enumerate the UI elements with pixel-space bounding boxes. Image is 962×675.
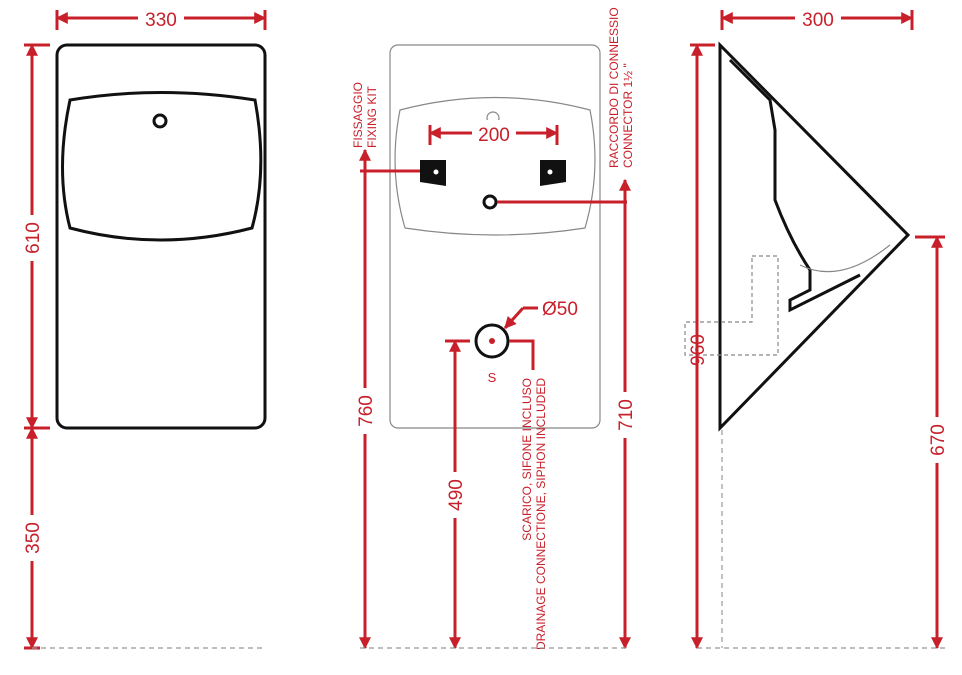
width-dim: 330: [145, 10, 177, 31]
back-basin-outline: [394, 96, 596, 236]
back-view: 200 Ø50 S SCARICO, SIFONE INCLUSO DRAINA…: [351, 7, 637, 650]
urinal-back-outline: [389, 44, 601, 429]
lip-height-dim: 670: [928, 424, 949, 456]
depth-dim: 300: [802, 10, 834, 31]
inner-profile: [728, 58, 861, 313]
lower-height-dim: 350: [23, 522, 44, 554]
fixing-spacing-dim: 200: [478, 125, 510, 146]
connector-note-en: CONNECTOR 1½ ": [621, 63, 635, 168]
fixing-bracket-right: [540, 160, 566, 186]
drain-note-en: DRAINAGE CONNECTIONE, SIPHON INCLUDED: [534, 378, 548, 650]
siphon-hatch: [684, 255, 779, 356]
fixing-note-it: FISSAGGIO: [351, 82, 365, 148]
water-inlet: [482, 194, 498, 210]
connector-height-dim: 710: [616, 399, 637, 431]
side-view: 300 960 670: [684, 6, 949, 650]
drain-note-it: SCARICO, SIFONE INCLUSO: [520, 378, 534, 541]
drain-label: S: [488, 370, 497, 385]
front-view: 330 610 350: [22, 6, 267, 650]
urinal-front-outline: [55, 43, 267, 430]
connector-note-it: RACCORDO DI CONNESSIO: [607, 7, 621, 168]
drain-height-dim: 490: [446, 479, 467, 511]
urinal-side-outline: [718, 41, 911, 432]
fixing-bracket-left: [420, 160, 446, 186]
inlet-hole: [152, 113, 168, 129]
fixing-note-en: FIXING KIT: [365, 85, 379, 148]
upper-height-dim: 610: [23, 222, 44, 254]
drain-diameter: Ø50: [542, 299, 578, 320]
drain-outlet: [474, 323, 510, 359]
basin-outline: [61, 91, 263, 242]
fixing-height-dim: 760: [356, 395, 377, 427]
total-height-dim: 960: [688, 334, 709, 366]
